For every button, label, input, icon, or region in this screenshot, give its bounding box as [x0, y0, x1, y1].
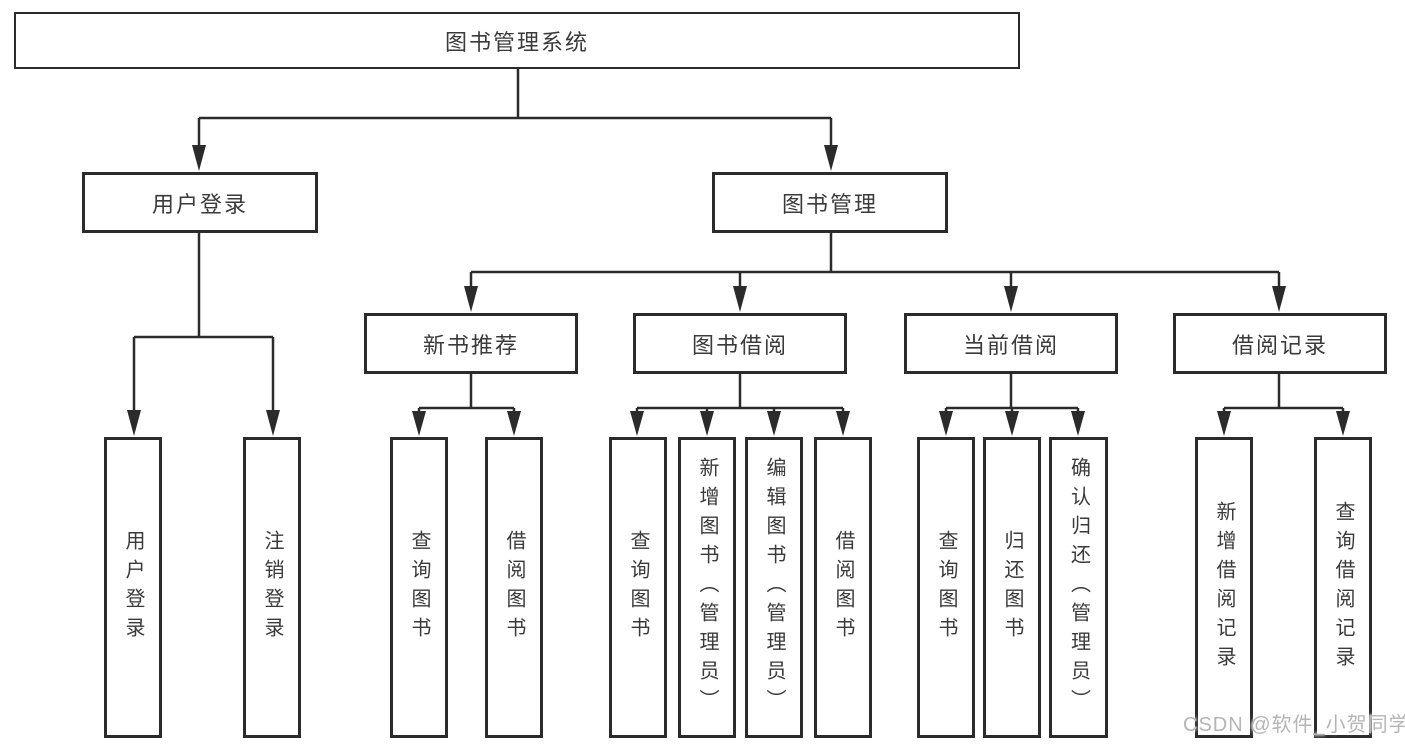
- node-leaf-query-books-borrowing: 查询图书: [609, 437, 667, 738]
- node-leaf-borrow-books-recommend: 借阅图书: [485, 437, 543, 738]
- node-leaf-add-borrow-record: 新增借阅记录: [1195, 437, 1253, 738]
- node-leaf-confirm-return-admin: 确认归还（管理员）: [1049, 437, 1108, 738]
- node-book-borrowing-label: 图书借阅: [691, 332, 788, 358]
- node-book-management: 图书管理: [712, 172, 948, 233]
- node-leaf-query-books-recommend: 查询图书: [390, 437, 448, 738]
- node-leaf-query-borrow-record-label: 查询借阅记录: [1332, 500, 1354, 675]
- node-leaf-edit-book-admin-label: 编辑图书（管理员）: [763, 457, 785, 718]
- node-leaf-query-books-current-label: 查询图书: [935, 529, 957, 646]
- node-user-login-branch-label: 用户登录: [151, 191, 248, 217]
- node-book-management-label: 图书管理: [781, 191, 878, 217]
- node-library-system-label: 图书管理系统: [444, 29, 589, 55]
- node-current-borrowing: 当前借阅: [904, 313, 1118, 374]
- watermark: CSDN @软件_小贺同学: [1183, 714, 1405, 736]
- node-leaf-borrow-books-borrowing-label: 借阅图书: [832, 529, 854, 646]
- node-new-book-recommend-label: 新书推荐: [422, 332, 519, 358]
- node-current-borrowing-label: 当前借阅: [962, 332, 1059, 358]
- node-new-book-recommend: 新书推荐: [364, 313, 578, 374]
- node-leaf-edit-book-admin: 编辑图书（管理员）: [745, 437, 803, 738]
- node-leaf-logout-label: 注销登录: [261, 529, 283, 646]
- node-leaf-borrow-books-borrowing: 借阅图书: [814, 437, 872, 738]
- node-leaf-add-book-admin: 新增图书（管理员）: [678, 437, 736, 738]
- node-leaf-query-books-current: 查询图书: [917, 437, 975, 738]
- node-borrowing-records: 借阅记录: [1173, 313, 1387, 374]
- node-borrowing-records-label: 借阅记录: [1231, 332, 1328, 358]
- node-leaf-logout: 注销登录: [243, 437, 301, 738]
- node-book-borrowing: 图书借阅: [633, 313, 847, 374]
- node-leaf-query-borrow-record: 查询借阅记录: [1314, 437, 1372, 738]
- node-user-login-branch: 用户登录: [82, 172, 318, 233]
- node-leaf-borrow-books-recommend-label: 借阅图书: [503, 529, 525, 646]
- node-leaf-return-book-label: 归还图书: [1001, 529, 1023, 646]
- node-leaf-user-login-label: 用户登录: [122, 529, 144, 646]
- node-leaf-user-login: 用户登录: [104, 437, 162, 738]
- node-library-system: 图书管理系统: [14, 12, 1020, 69]
- node-leaf-query-books-recommend-label: 查询图书: [408, 529, 430, 646]
- node-leaf-add-borrow-record-label: 新增借阅记录: [1213, 500, 1235, 675]
- node-leaf-query-books-borrowing-label: 查询图书: [627, 529, 649, 646]
- node-leaf-add-book-admin-label: 新增图书（管理员）: [696, 457, 718, 718]
- node-leaf-confirm-return-admin-label: 确认归还（管理员）: [1067, 457, 1090, 718]
- node-leaf-return-book: 归还图书: [983, 437, 1041, 738]
